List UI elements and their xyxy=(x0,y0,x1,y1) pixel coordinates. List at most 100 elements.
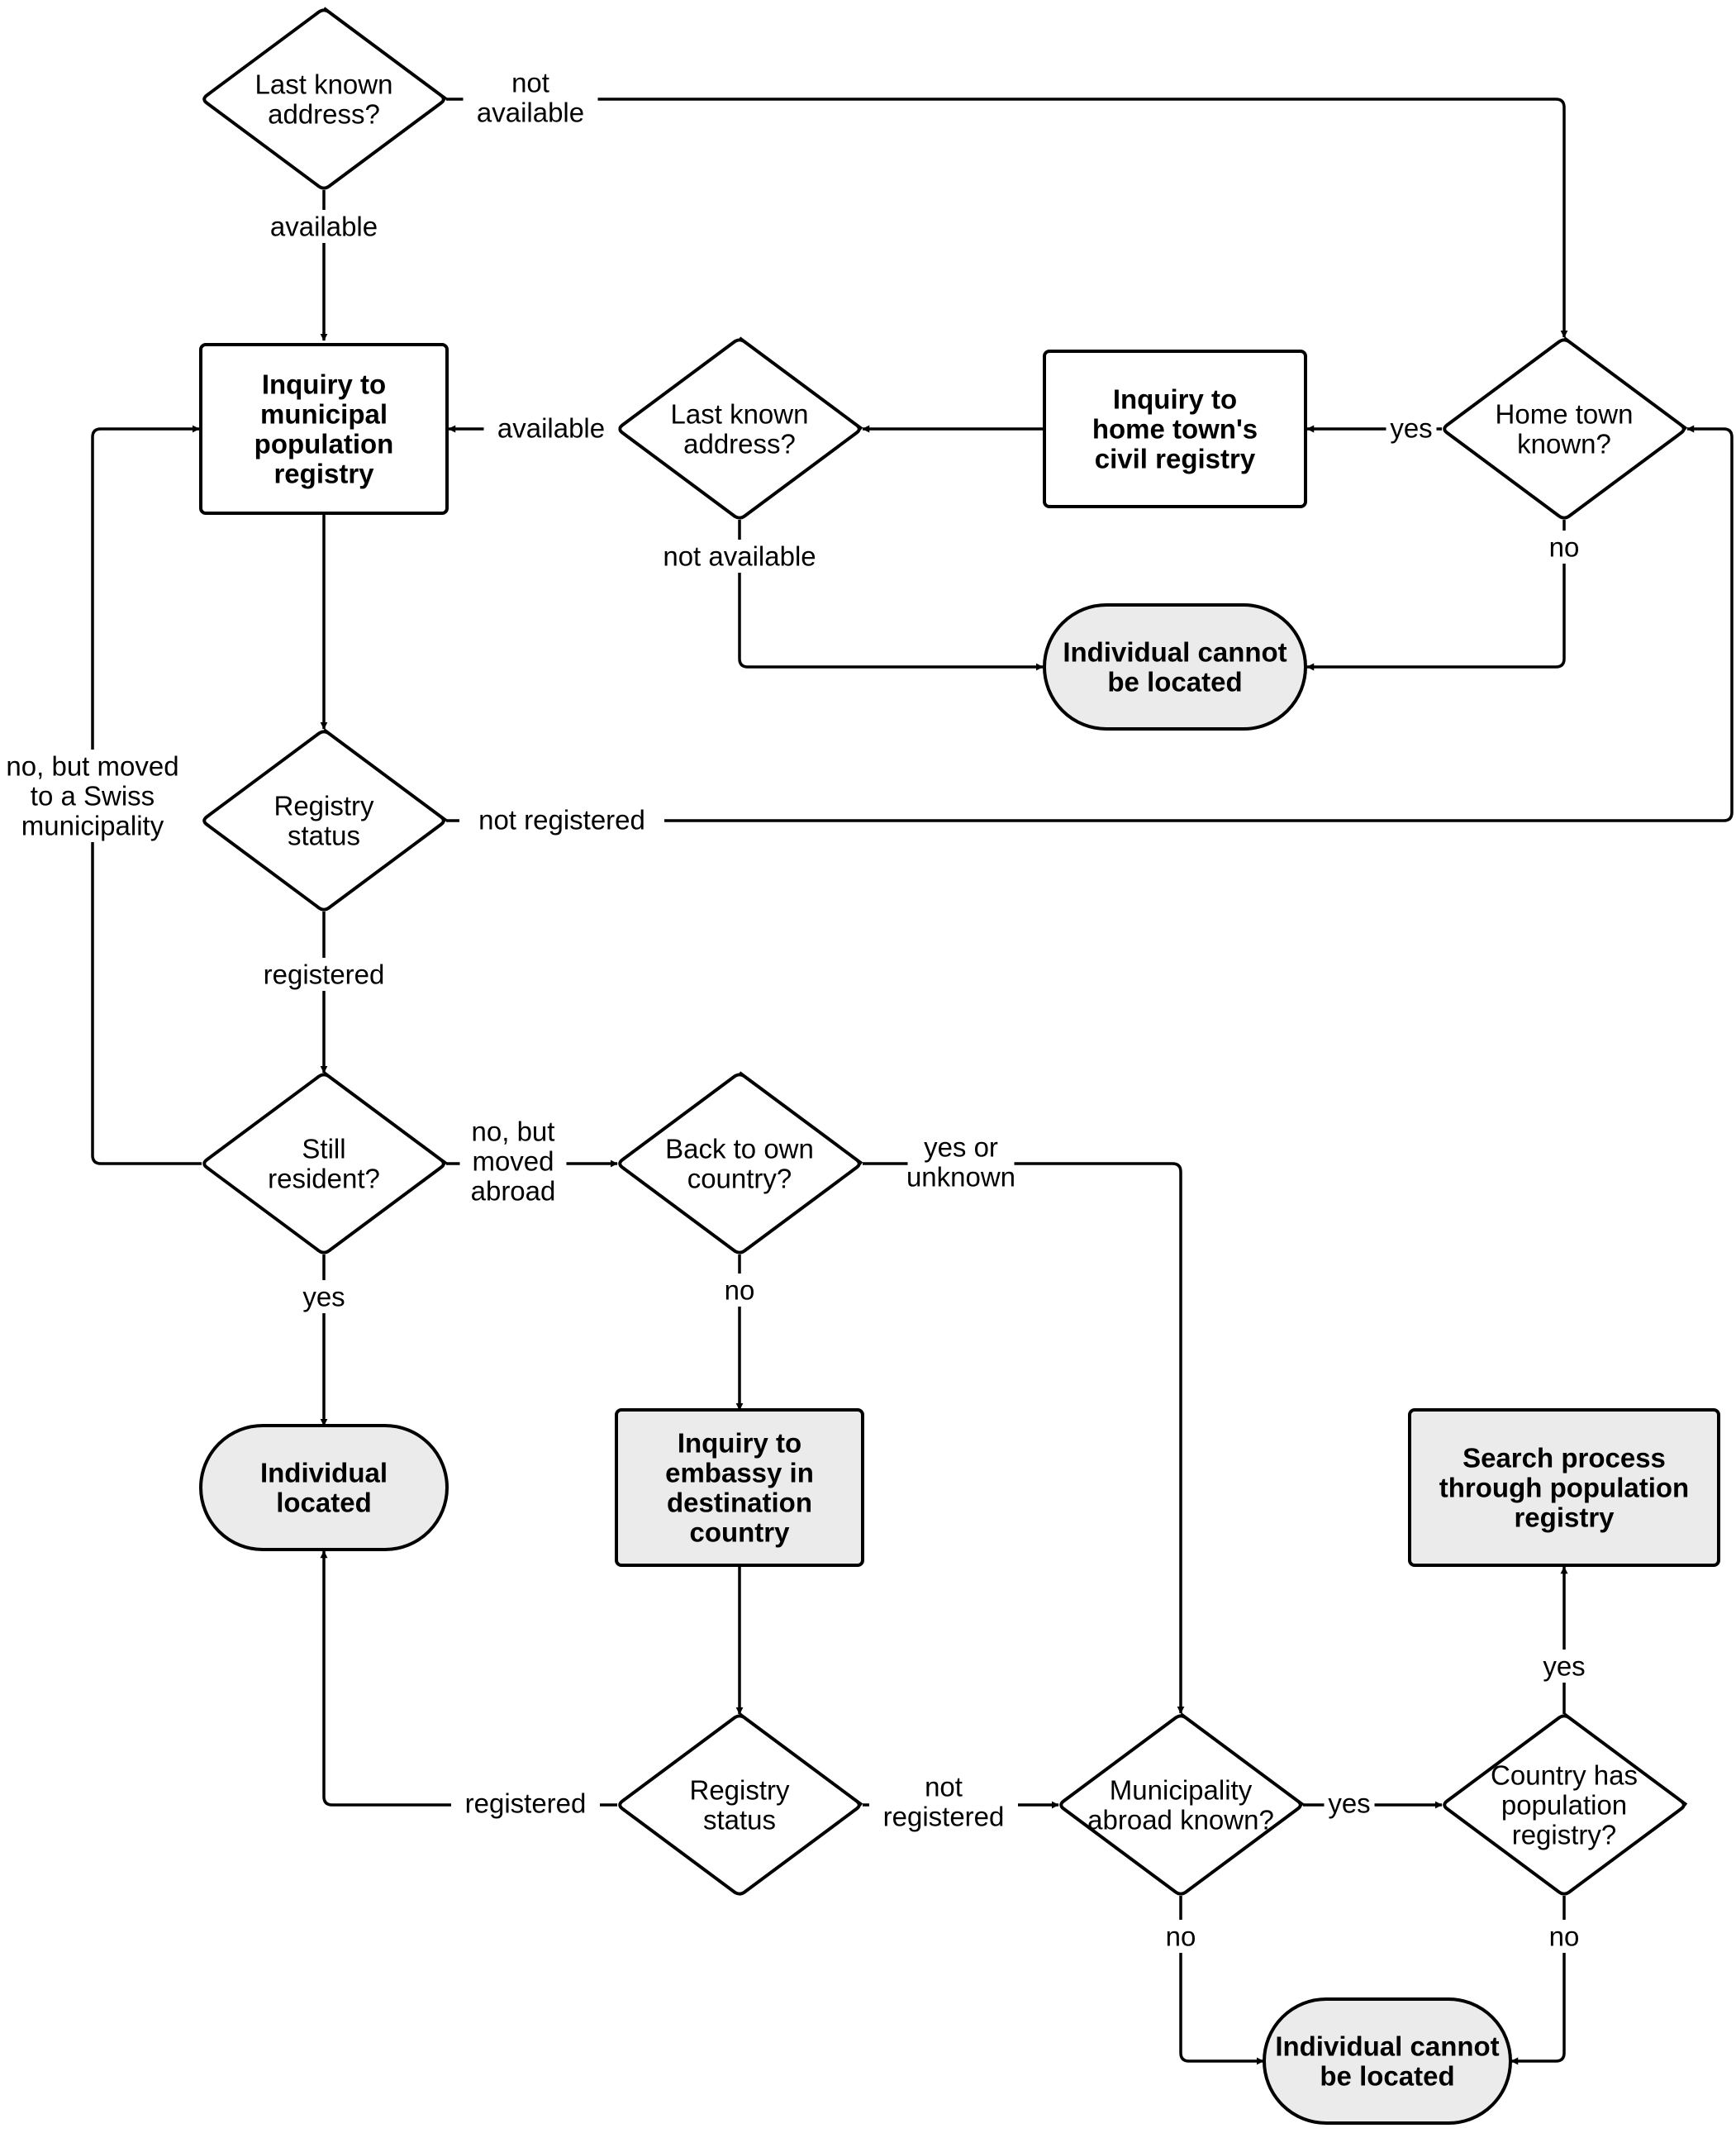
e-status2-registered-label-background xyxy=(451,1787,600,1820)
d-last-known-mid-label-line-1: Last known xyxy=(671,399,809,430)
e-muni-no-label-text: no xyxy=(1166,1921,1196,1952)
e-mid-available-label-background xyxy=(483,412,619,445)
e-resident-moved-abroad-label-text-line-2: moved xyxy=(472,1146,554,1177)
d-last-known-top-diamond xyxy=(202,7,448,190)
t-cannot-locate-2-label-line-1: Individual cannot xyxy=(1275,2031,1499,2062)
e-status1-registered-label: registered xyxy=(250,958,398,991)
e-country-yes-label: yes xyxy=(1539,1650,1590,1683)
e-back-yes-unknown-label-text-line-2: unknown xyxy=(906,1162,1015,1193)
d-back-to-own-country-label-line-1: Back to own xyxy=(665,1134,814,1164)
t-cannot-locate-1-terminal xyxy=(1043,603,1307,731)
e-muni-no-label: no xyxy=(1163,1920,1199,1953)
e-status1-not-registered-label-text: not registered xyxy=(478,805,645,836)
t-cannot-locate-2-terminal xyxy=(1263,1997,1512,2125)
e-back-yes-unknown-label-background xyxy=(907,1131,1015,1193)
e-status2-not-registered-label-text-line-1: not xyxy=(925,1772,963,1802)
p-inquiry-home-civil-rect xyxy=(1043,350,1307,508)
p-search-process-rect xyxy=(1408,1408,1720,1567)
p-search-process-label-line-2: through population xyxy=(1439,1473,1689,1503)
e-status2-not-registered-label-text-line-2: registered xyxy=(883,1802,1005,1832)
d-still-resident-label-line-2: resident? xyxy=(268,1164,380,1194)
d-last-known-mid-label-line-2: address? xyxy=(683,429,796,459)
e-country-no-label: no xyxy=(1546,1920,1582,1953)
d-still-resident-diamond xyxy=(202,1071,448,1255)
e-home-no-label-background xyxy=(1546,531,1582,564)
e-muni-no-label-background xyxy=(1163,1920,1199,1953)
p-inquiry-home-civil-label-line-2: home town's xyxy=(1092,414,1258,445)
d-municipality-abroad-label-line-1: Municipality xyxy=(1110,1775,1253,1806)
p-inquiry-municipal-label-line-3: population xyxy=(254,429,394,459)
e-resident-moved-abroad-label-text-line-3: abroad xyxy=(471,1176,556,1207)
e-status2-registered-label-text: registered xyxy=(465,1788,587,1819)
p-inquiry-home-civil-label-line-3: civil registry xyxy=(1095,444,1256,474)
t-individual-located-label-line-2: located xyxy=(276,1488,372,1518)
d-home-town-known-label-line-1: Home town xyxy=(1496,399,1634,430)
e-mid-not-available-label: not available xyxy=(644,540,835,573)
t-cannot-locate-2-label-line-2: be located xyxy=(1320,2061,1454,2092)
d-home-town-known-label-line-2: known? xyxy=(1517,429,1611,459)
e-top-not-available-label-text-line-2: available xyxy=(477,98,584,128)
d-country-has-registry-label-line-3: registry? xyxy=(1512,1820,1617,1850)
p-inquiry-embassy-label-line-2: embassy in xyxy=(665,1458,814,1488)
d-back-to-own-country-label-line-2: country? xyxy=(687,1164,792,1194)
e-status1-not-registered-connector xyxy=(446,425,1734,822)
e-resident-yes-label: yes xyxy=(298,1280,350,1313)
p-inquiry-embassy-label-line-1: Inquiry to xyxy=(678,1428,801,1459)
e-top-available-label-text: available xyxy=(270,212,378,242)
e-status2-not-registered-label-background xyxy=(869,1770,1018,1833)
e-resident-moved-swiss-label-text-line-3: municipality xyxy=(21,811,164,841)
d-municipality-abroad-label-line-2: abroad known? xyxy=(1087,1805,1274,1835)
e-back-no-label-text: no xyxy=(725,1275,755,1306)
d-country-has-registry-diamond xyxy=(1443,1712,1688,1896)
d-last-known-top-label-line-1: Last known xyxy=(255,69,393,100)
e-mid-not-available-label-background xyxy=(644,540,835,573)
e-muni-yes-label-background xyxy=(1324,1787,1375,1820)
p-inquiry-embassy-rect xyxy=(615,1408,864,1567)
t-cannot-locate-1-label-line-2: be located xyxy=(1107,667,1242,698)
t-cannot-locate-1-label-line-1: Individual cannot xyxy=(1063,637,1287,668)
d-country-has-registry-label-line-1: Country has xyxy=(1491,1760,1638,1791)
e-status1-registered-label-text: registered xyxy=(264,959,385,990)
e-top-not-available-label-text-line-1: not xyxy=(511,68,549,98)
e-top-not-available-label-background xyxy=(463,66,598,129)
e-country-yes-label-background xyxy=(1539,1650,1590,1683)
e-muni-no-connector xyxy=(1179,1896,1264,2065)
e-mid-not-available-label-text: not available xyxy=(663,541,816,572)
e-status1-registered-label-background xyxy=(250,958,398,991)
e-resident-yes-label-text: yes xyxy=(302,1282,345,1312)
p-inquiry-home-civil-label-line-1: Inquiry to xyxy=(1113,384,1237,415)
e-country-no-label-text: no xyxy=(1549,1921,1580,1952)
d-registry-status-2-label-line-2: status xyxy=(703,1805,776,1835)
p-inquiry-embassy-label-line-3: destination xyxy=(667,1488,812,1518)
e-status1-not-registered-label: not registered xyxy=(459,803,664,836)
e-back-yes-unknown-label-text-line-1: yes or xyxy=(924,1132,998,1163)
d-country-has-registry-label-line-2: population xyxy=(1501,1790,1627,1821)
e-country-no-connector xyxy=(1510,1896,1566,2065)
e-status1-not-registered-label-background xyxy=(459,803,664,836)
e-mid-available-label-text: available xyxy=(497,413,605,444)
d-registry-status-2-diamond xyxy=(618,1712,863,1896)
e-top-available-label-background xyxy=(256,210,392,243)
p-inquiry-municipal-label-line-2: municipal xyxy=(260,399,388,430)
e-resident-moved-abroad-label-text-line-1: no, but xyxy=(472,1116,555,1147)
p-search-process-label-line-1: Search process xyxy=(1463,1443,1666,1474)
e-resident-moved-swiss-label-text-line-1: no, but moved xyxy=(6,751,178,782)
e-country-yes-label-text: yes xyxy=(1543,1651,1585,1682)
d-registry-status-2-label-line-1: Registry xyxy=(689,1775,790,1806)
e-home-yes-label-background xyxy=(1386,412,1437,445)
